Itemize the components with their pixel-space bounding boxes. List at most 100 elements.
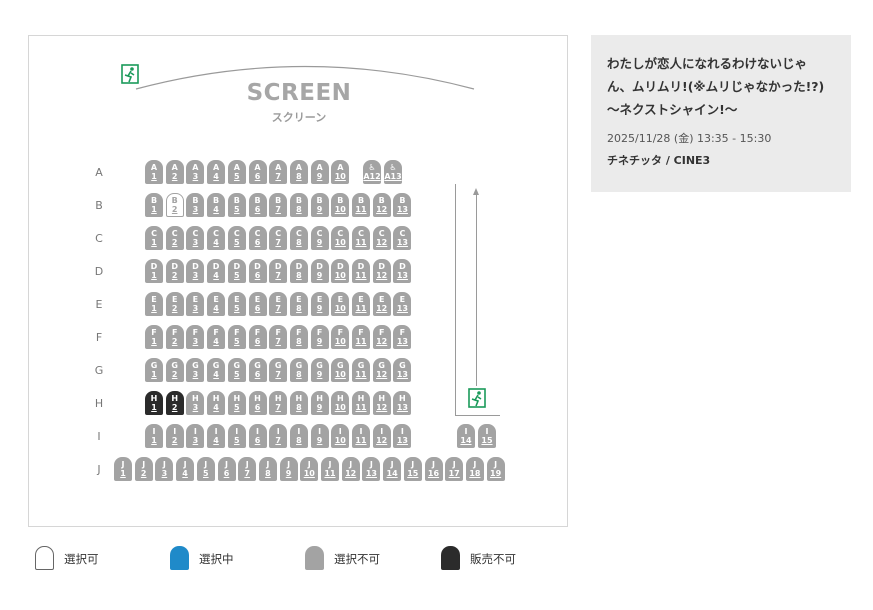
wheelchair-seat-A13[interactable]: ♿A13 [384, 160, 402, 184]
